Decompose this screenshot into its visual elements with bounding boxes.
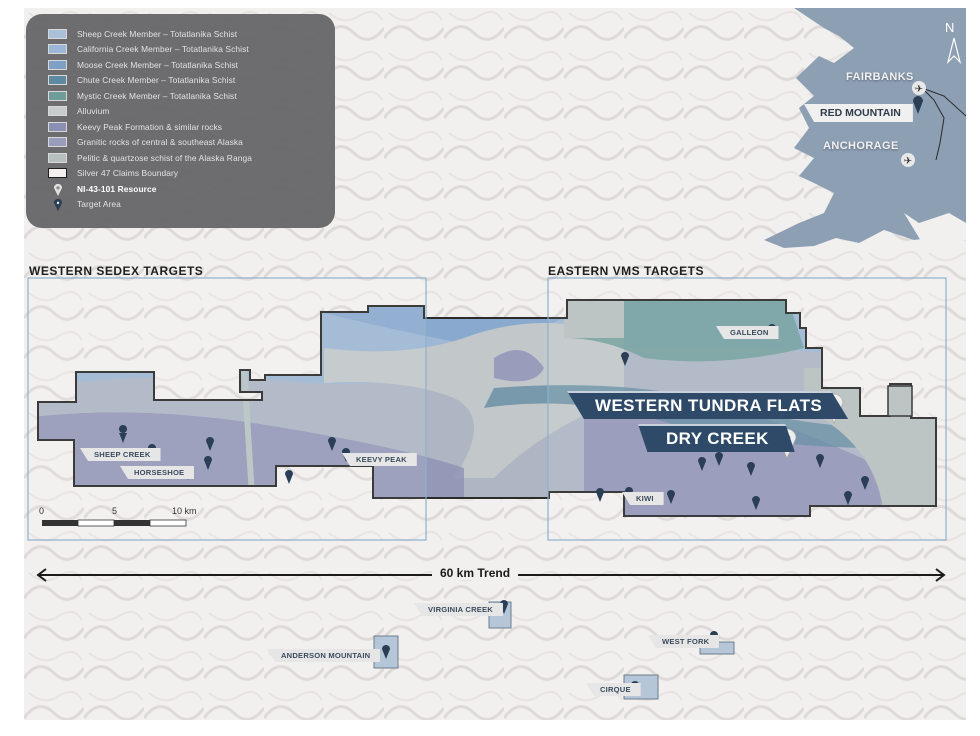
map-legend: Sheep Creek Member – Totatlanika Schist …: [26, 14, 335, 228]
target-label-keevy-peak: KEEVY PEAK: [342, 453, 417, 466]
legend-item-chute-creek: Chute Creek Member – Totatlanika Schist: [48, 73, 335, 89]
city-label-fairbanks: FAIRBANKS: [846, 71, 914, 83]
project-label-red-mountain: RED MOUNTAIN: [804, 104, 913, 122]
legend-item-pelitic: Pelitic & quartzose schist of the Alaska…: [48, 150, 335, 166]
swatch-icon: [48, 106, 67, 117]
scale-bar: [42, 519, 187, 527]
legend-item-target: Target Area: [48, 197, 335, 213]
swatch-icon: [48, 121, 67, 132]
geology-map: ✈ ✈ Sheep Creek Member – Totatlanika Sch…: [24, 8, 966, 720]
boundary-swatch-icon: [48, 168, 67, 179]
resource-label-dry-creek: DRY CREEK: [638, 424, 795, 452]
scale-label-0: 0: [39, 506, 45, 516]
scale-label-10km: 10 km: [172, 506, 197, 516]
swatch-icon: [48, 44, 67, 55]
swatch-icon: [48, 28, 67, 39]
svg-text:✈: ✈: [904, 156, 912, 167]
legend-item-sheep-creek: Sheep Creek Member – Totatlanika Schist: [48, 26, 335, 42]
trend-label: 60 km Trend: [432, 566, 519, 580]
legend-item-california-creek: California Creek Member – Totatlanika Sc…: [48, 42, 335, 58]
target-label-virginia-creek: VIRGINIA CREEK: [414, 603, 503, 616]
alaska-inset-map: [764, 8, 966, 248]
target-pin-icon: [48, 198, 67, 212]
resource-pin-icon: [48, 183, 67, 196]
target-label-galleon: GALLEON: [716, 326, 779, 339]
target-label-cirque: CIRQUE: [586, 683, 641, 696]
north-label: N: [945, 20, 955, 35]
city-label-anchorage: ANCHORAGE: [823, 140, 899, 152]
north-arrow-icon: [946, 37, 962, 64]
swatch-icon: [48, 75, 67, 86]
legend-item-moose-creek: Moose Creek Member – Totatlanika Schist: [48, 57, 335, 73]
swatch-icon: [48, 59, 67, 70]
svg-text:✈: ✈: [915, 84, 923, 95]
target-label-kiwi: KIWI: [622, 492, 664, 505]
legend-item-claims-boundary: Silver 47 Claims Boundary: [48, 166, 335, 182]
swatch-icon: [48, 90, 67, 101]
scale-label-5: 5: [112, 506, 118, 516]
legend-item-granitic: Granitic rocks of central & southeast Al…: [48, 135, 335, 151]
legend-item-alluvium: Alluvium: [48, 104, 335, 120]
legend-item-keevy-peak: Keevy Peak Formation & similar rocks: [48, 119, 335, 135]
western-section-title: WESTERN SEDEX TARGETS: [29, 264, 204, 278]
target-label-horseshoe: HORSESHOE: [120, 466, 195, 479]
western-section-box: [27, 277, 427, 541]
swatch-icon: [48, 152, 67, 163]
target-label-anderson-mountain: ANDERSON MOUNTAIN: [267, 649, 381, 662]
swatch-icon: [48, 137, 67, 148]
resource-label-western-tundra-flats: WESTERN TUNDRA FLATS: [567, 391, 849, 419]
eastern-section-title: EASTERN VMS TARGETS: [548, 264, 704, 278]
target-label-sheep-creek: SHEEP CREEK: [80, 448, 161, 461]
target-label-west-fork: WEST FORK: [648, 635, 720, 648]
airport-icons: ✈ ✈: [901, 81, 926, 167]
legend-item-mystic-creek: Mystic Creek Member – Totatlanika Schist: [48, 88, 335, 104]
legend-item-resource: NI-43-101 Resource: [48, 181, 335, 197]
